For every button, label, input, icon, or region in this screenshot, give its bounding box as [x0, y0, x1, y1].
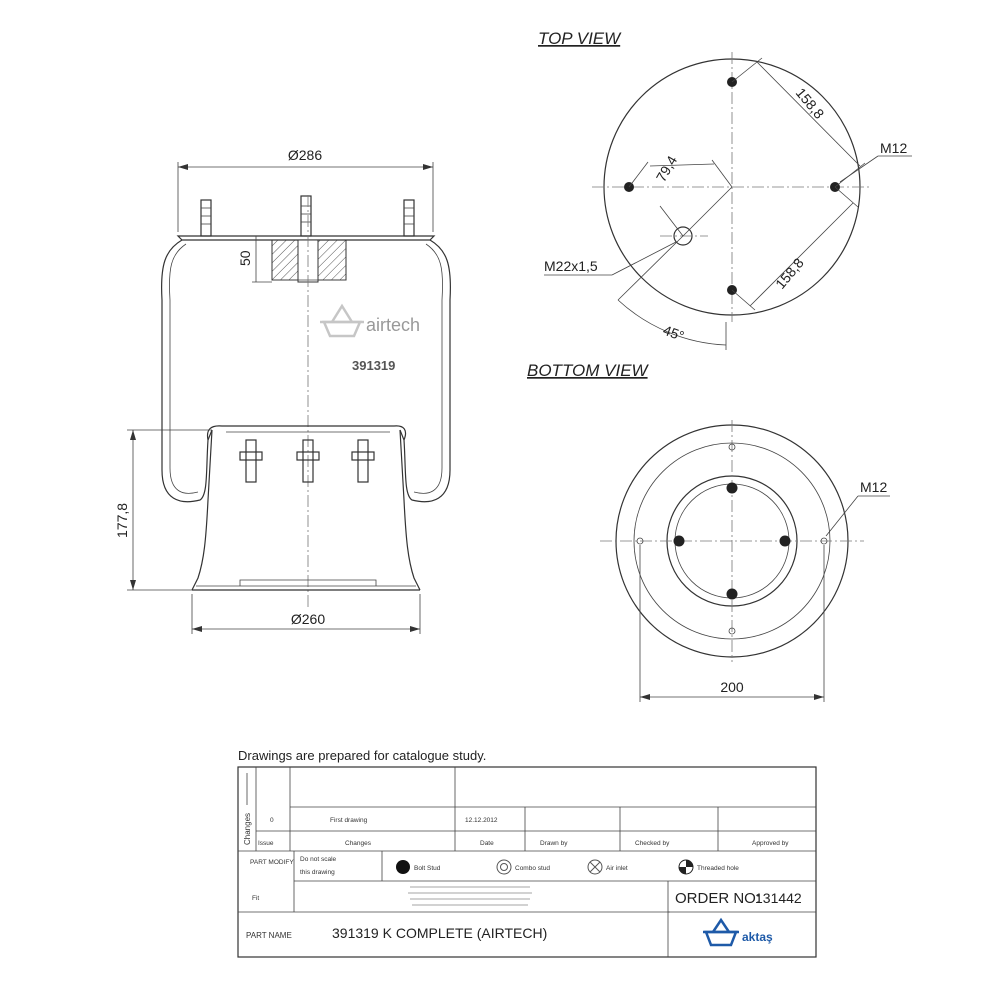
piston-height-label: 50: [237, 250, 253, 266]
legend-air-inlet: Air inlet: [606, 865, 628, 872]
bottom-diameter-label: 200: [720, 679, 744, 695]
first-drawing: First drawing: [330, 817, 368, 824]
header-issue: Issue: [258, 840, 274, 847]
bottom-hole-2: [636, 537, 644, 545]
air-thread-label: M22x1,5: [544, 258, 598, 274]
top-dim-b: 158,8: [772, 255, 807, 292]
bottom-stud-4: [726, 588, 738, 600]
airtech-logo-text: airtech: [366, 315, 420, 335]
header-changes: Changes: [345, 840, 372, 847]
top-angle-label: 45°: [661, 322, 686, 344]
part-name: 391319 K COMPLETE (AIRTECH): [332, 925, 547, 941]
part-name-label: PART NAME: [246, 931, 292, 940]
top-view-title: TOP VIEW: [538, 29, 622, 48]
bottom-studs: [239, 439, 375, 483]
bottom-hole-4: [728, 627, 736, 635]
aktas-logo-text: aktaş: [742, 930, 773, 944]
fix-label: Fit: [252, 895, 259, 902]
bottom-stud-1: [726, 482, 738, 494]
legend-bolt-stud: Bolt Stud: [414, 865, 441, 872]
header-approved: Approved by: [752, 840, 789, 847]
height-label: 177,8: [114, 503, 130, 538]
bottom-diameter-label: Ø260: [291, 611, 325, 627]
catalogue-note: Drawings are prepared for catalogue stud…: [238, 748, 486, 763]
changes-side-label: Changes: [243, 813, 252, 845]
air-inlet-symbol: [587, 859, 603, 875]
bottom-stud-2: [673, 535, 685, 547]
part-modify-label: PART MODIFY: [250, 859, 294, 866]
header-checked: Checked by: [635, 840, 670, 847]
bolt-stud-symbol: [396, 860, 410, 874]
issue-no: 0: [270, 817, 274, 824]
scale-note-2: this drawing: [300, 869, 335, 876]
bottom-hole-3: [820, 537, 828, 545]
legend-threaded-hole: Threaded hole: [697, 865, 739, 872]
part-code-label: 391319: [352, 358, 395, 373]
bottom-view: BOTTOM VIEW M12 200: [527, 361, 890, 702]
airtech-logo: [320, 303, 364, 338]
header-date: Date: [480, 840, 494, 847]
bottom-view-title: BOTTOM VIEW: [527, 361, 650, 380]
title-block: Drawings are prepared for catalogue stud…: [237, 748, 817, 958]
date-value: 12.12.2012: [465, 817, 498, 824]
side-view: Ø286: [114, 147, 452, 634]
top-studs: [200, 195, 415, 237]
bottom-thread-label: M12: [860, 479, 887, 495]
scale-note-1: Do not scale: [300, 856, 337, 863]
order-label: ORDER NO:: [675, 890, 760, 907]
header-drawn: Drawn by: [540, 840, 568, 847]
legend-combo-stud: Combo stud: [515, 865, 550, 872]
bottom-hole-1: [728, 443, 736, 451]
aktas-logo: [703, 917, 739, 947]
top-view: TOP VIEW 158,8 158,8 79,4 45°: [538, 29, 912, 350]
top-thread-label: M12: [880, 140, 907, 156]
top-diameter-label: Ø286: [288, 147, 322, 163]
combo-stud-symbol: [496, 859, 512, 875]
fine-print: [408, 886, 532, 906]
order-no: 131442: [755, 890, 802, 906]
top-dim-c: 79,4: [653, 153, 681, 185]
bottom-stud-3: [779, 535, 791, 547]
